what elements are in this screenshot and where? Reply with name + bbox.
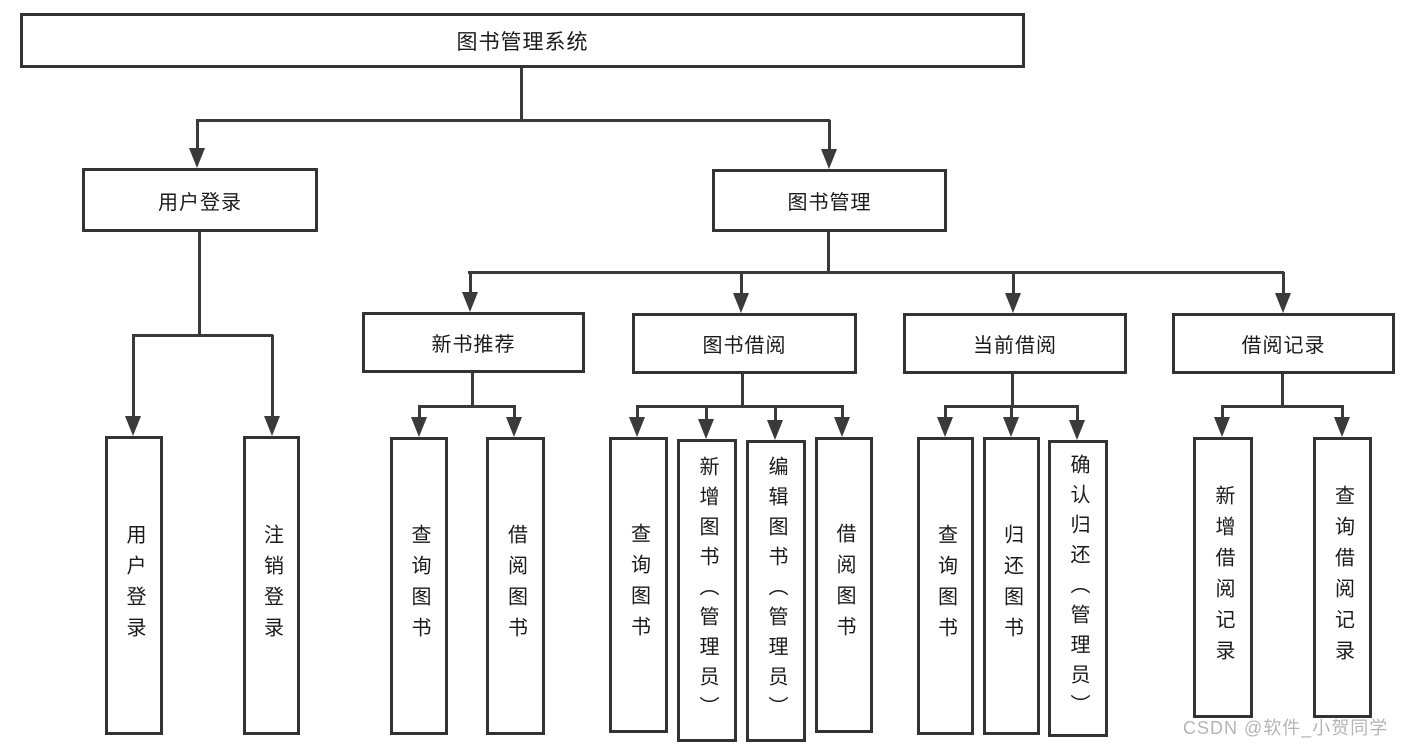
connector-line xyxy=(470,373,474,408)
node-label: 图书管理 xyxy=(787,192,872,214)
leaf-query-books-3: 查询图书 xyxy=(917,437,974,735)
node-label: 归还图书 xyxy=(1000,524,1023,648)
node-current-borrowing: 当前借阅 xyxy=(903,313,1127,374)
connector-line xyxy=(827,120,831,151)
leaf-add-book-admin: 新增图书（管理员） xyxy=(677,439,737,742)
arrowhead-icon xyxy=(1214,417,1230,437)
arrowhead-icon xyxy=(629,417,645,437)
node-root-system: 图书管理系统 xyxy=(20,13,1025,68)
node-label: 新书推荐 xyxy=(431,334,516,356)
arrowhead-icon xyxy=(1069,420,1085,440)
connector-line xyxy=(826,232,830,274)
node-label: 新增图书（管理员） xyxy=(696,455,718,726)
leaf-borrow-books-2: 借阅图书 xyxy=(815,437,873,733)
connector-line xyxy=(512,406,516,419)
node-label: 借阅图书 xyxy=(833,523,855,647)
arrowhead-icon xyxy=(125,416,141,436)
node-label: 查询图书 xyxy=(934,524,957,648)
leaf-return-book: 归还图书 xyxy=(983,437,1040,735)
node-book-borrowing: 图书借阅 xyxy=(632,313,857,374)
connector-line xyxy=(1220,406,1224,419)
connector-line xyxy=(195,120,199,150)
node-label: 查询图书 xyxy=(408,524,430,648)
node-label: 借阅图书 xyxy=(504,524,527,648)
connector-line xyxy=(418,404,516,408)
connector-line xyxy=(132,333,273,337)
node-label: 查询借阅记录 xyxy=(1331,484,1354,671)
connector-line xyxy=(943,406,947,419)
arrowhead-icon xyxy=(821,149,837,169)
connector-line xyxy=(1280,374,1284,408)
arrowhead-icon xyxy=(767,420,783,440)
node-label: 借阅记录 xyxy=(1241,335,1326,357)
connector-line xyxy=(704,406,708,421)
arrowhead-icon xyxy=(698,419,714,439)
arrowhead-icon xyxy=(834,417,850,437)
node-label: 编辑图书（管理员） xyxy=(765,456,787,726)
leaf-borrow-books-1: 借阅图书 xyxy=(486,437,545,735)
node-label: 查询图书 xyxy=(627,523,650,647)
connector-line xyxy=(636,404,844,408)
connector-line xyxy=(1340,406,1344,419)
node-label: 图书管理系统 xyxy=(456,30,589,54)
leaf-query-borrow-record: 查询借阅记录 xyxy=(1313,437,1372,718)
node-book-management-branch: 图书管理 xyxy=(712,169,947,232)
connector-line xyxy=(1011,272,1015,295)
leaf-query-books-1: 查询图书 xyxy=(390,437,448,735)
arrowhead-icon xyxy=(506,417,522,437)
arrowhead-icon xyxy=(1334,417,1350,437)
connector-line xyxy=(1075,406,1079,422)
leaf-user-login: 用户登录 xyxy=(105,436,163,735)
node-label: 注销登录 xyxy=(260,523,283,648)
leaf-confirm-return-admin: 确认归还（管理员） xyxy=(1048,440,1108,737)
csdn-watermark: CSDN @软件_小贺同学 xyxy=(1183,718,1389,738)
connector-line xyxy=(197,232,201,337)
leaf-query-books-2: 查询图书 xyxy=(609,437,668,733)
arrowhead-icon xyxy=(1005,293,1021,313)
arrowhead-icon xyxy=(189,148,205,168)
node-new-book-recommend: 新书推荐 xyxy=(362,312,585,373)
connector-line xyxy=(1281,272,1285,295)
connector-line xyxy=(417,406,421,419)
arrowhead-icon xyxy=(1003,417,1019,437)
leaf-logout: 注销登录 xyxy=(243,436,300,735)
connector-line xyxy=(519,68,523,121)
connector-line xyxy=(270,335,274,418)
node-borrow-records: 借阅记录 xyxy=(1172,313,1395,374)
connector-line xyxy=(1221,404,1344,408)
connector-line xyxy=(1009,406,1013,419)
connector-line xyxy=(131,335,135,418)
connector-line xyxy=(635,406,639,419)
node-label: 当前借阅 xyxy=(973,335,1057,357)
connector-line xyxy=(196,118,830,122)
arrowhead-icon xyxy=(411,417,427,437)
arrowhead-icon xyxy=(462,292,478,312)
connector-line xyxy=(840,406,844,419)
leaf-add-borrow-record: 新增借阅记录 xyxy=(1193,437,1253,718)
node-label: 确认归还（管理员） xyxy=(1067,453,1089,724)
arrowhead-icon xyxy=(1275,293,1291,313)
connector-line xyxy=(468,272,472,294)
node-label: 图书借阅 xyxy=(702,335,787,357)
arrowhead-icon xyxy=(733,293,749,313)
node-label: 用户登录 xyxy=(123,523,145,648)
connector-line xyxy=(773,406,777,422)
arrowhead-icon xyxy=(937,417,953,437)
connector-line xyxy=(1010,374,1014,408)
node-label: 新增借阅记录 xyxy=(1212,484,1234,671)
node-user-login-branch: 用户登录 xyxy=(82,168,318,232)
node-label: 用户登录 xyxy=(158,191,242,214)
connector-line xyxy=(468,270,1284,274)
connector-line xyxy=(740,374,744,408)
arrowhead-icon xyxy=(264,416,280,436)
leaf-edit-book-admin: 编辑图书（管理员） xyxy=(746,440,806,742)
connector-line xyxy=(739,272,743,295)
